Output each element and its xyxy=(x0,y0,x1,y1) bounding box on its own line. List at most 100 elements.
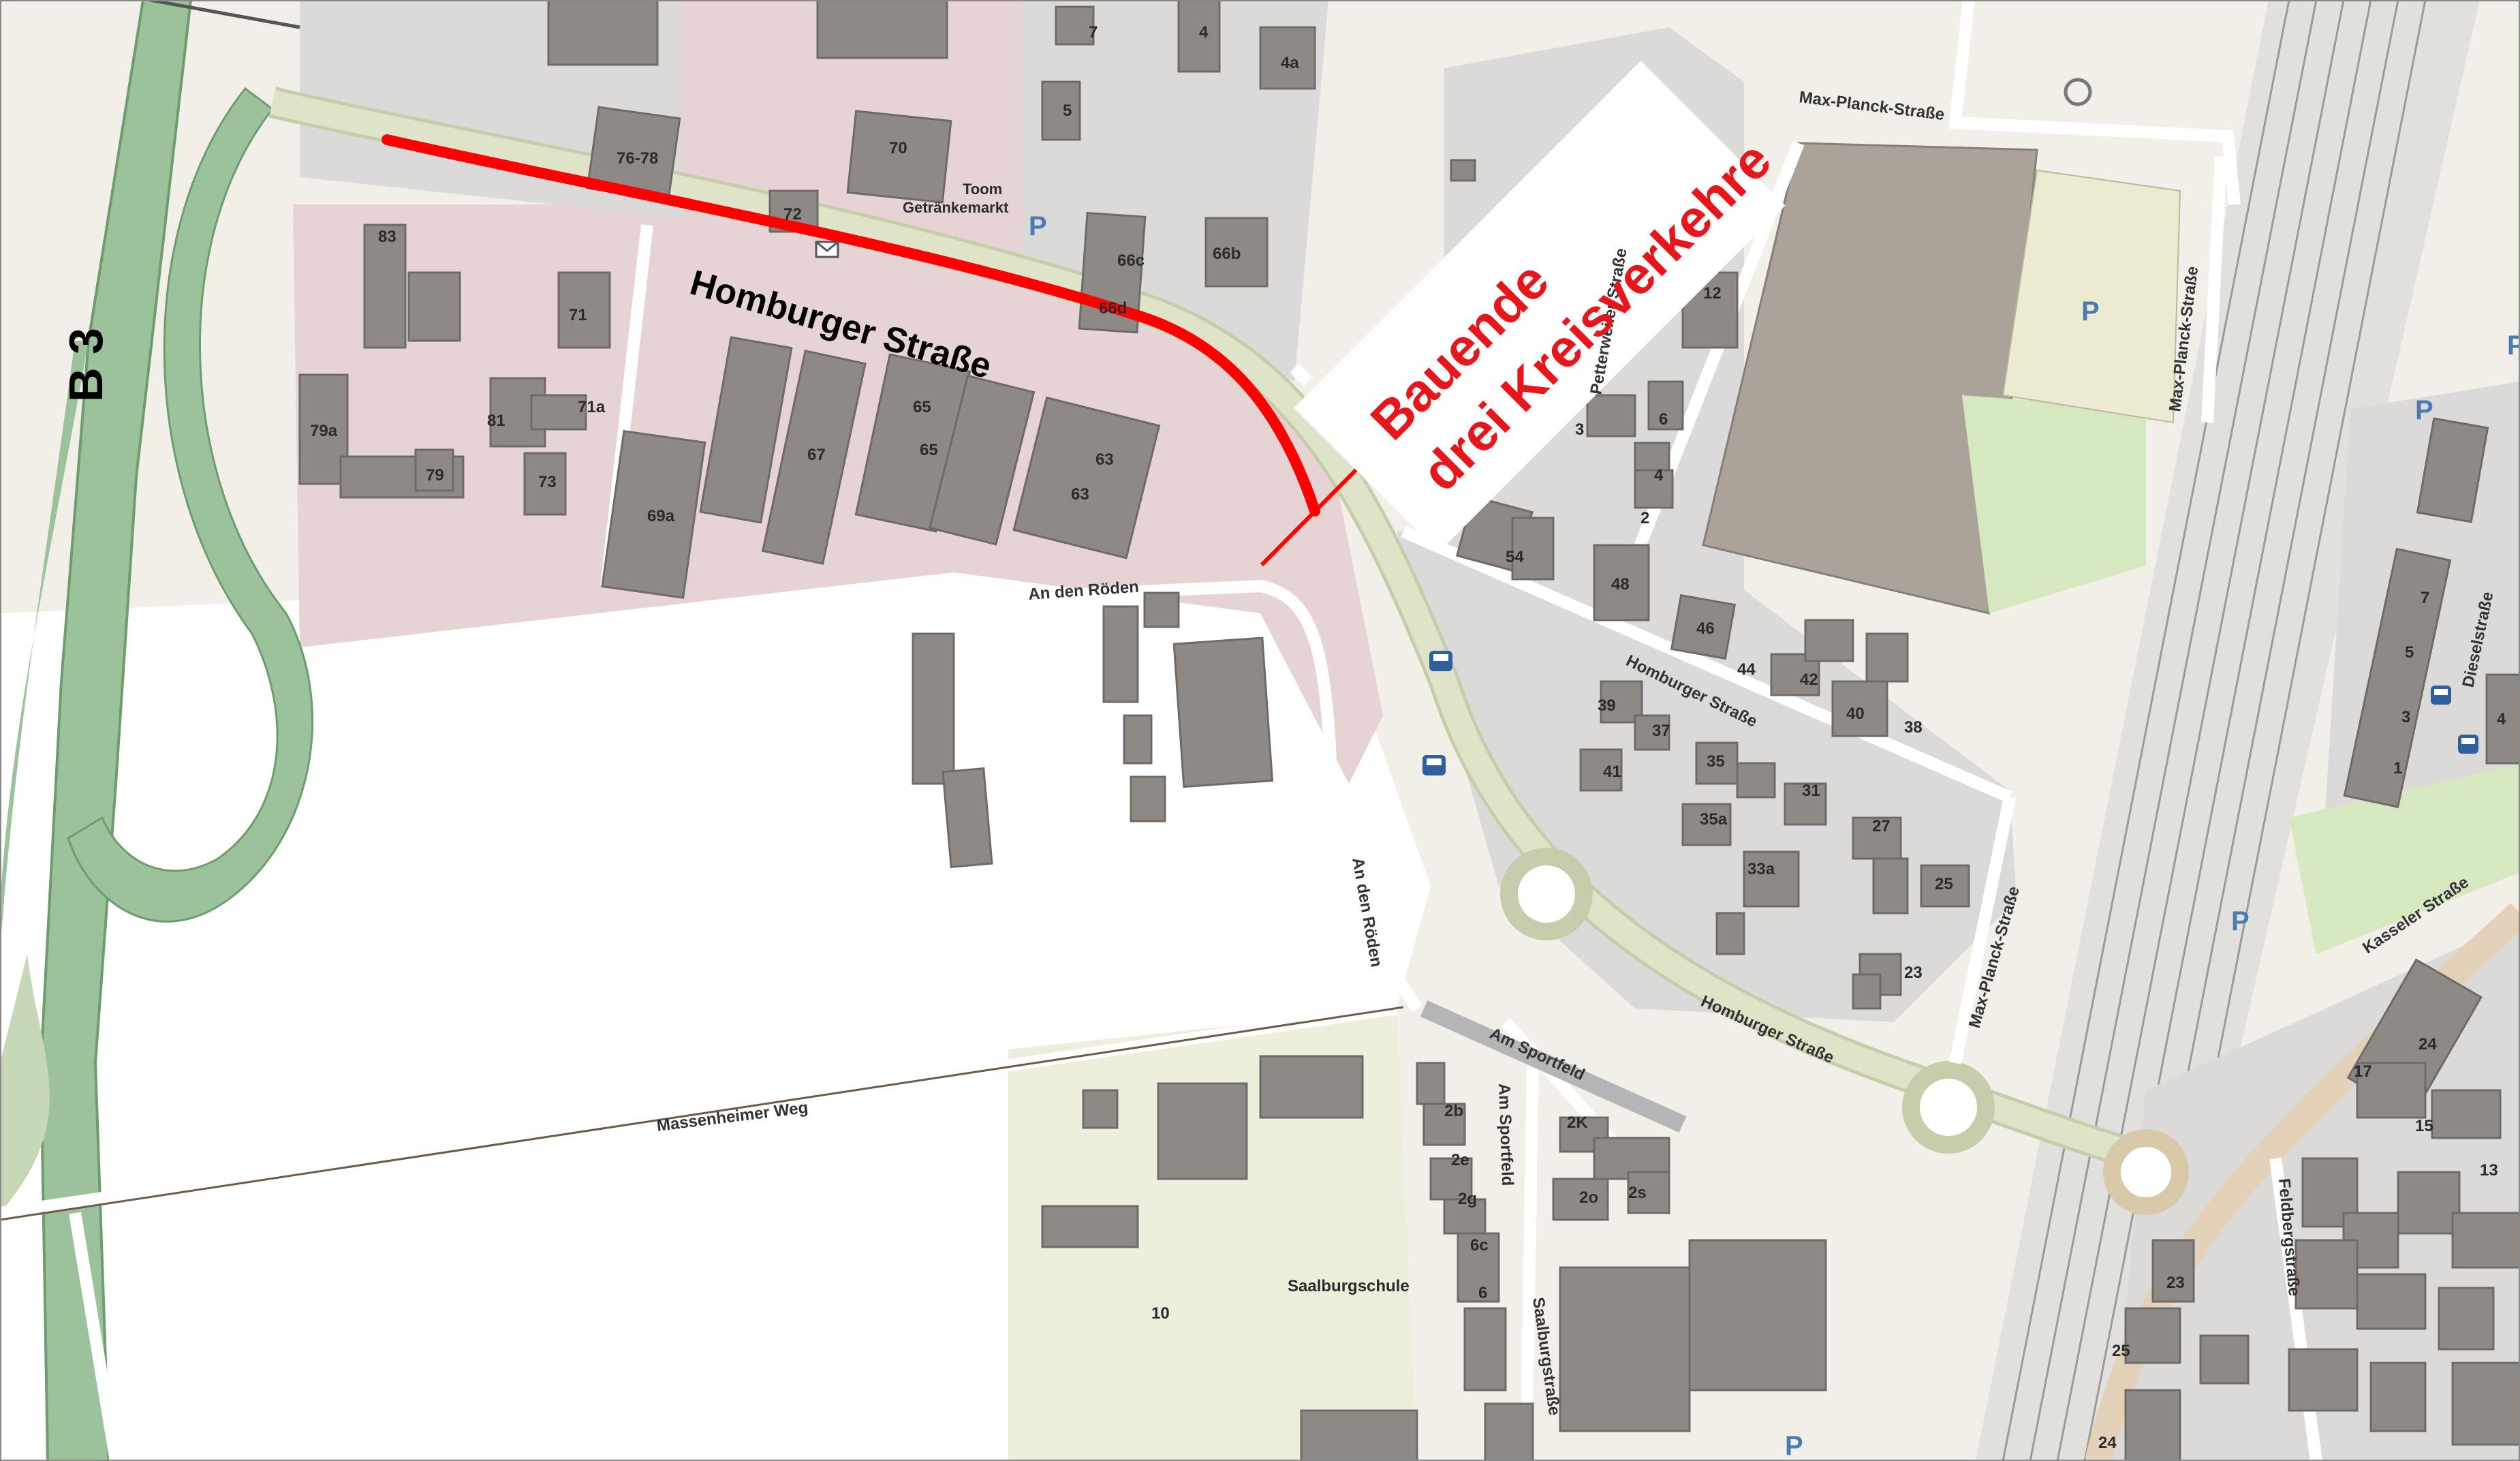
svg-text:66d: 66d xyxy=(1099,299,1127,318)
street-label-am-sportfeld-2: Am Sportfeld xyxy=(1495,1083,1516,1186)
annotation-box xyxy=(1294,61,1786,553)
svg-text:2: 2 xyxy=(1640,509,1649,527)
roundabout-1 xyxy=(1500,848,1593,940)
svg-text:35a: 35a xyxy=(1700,810,1728,829)
highway-green-verge xyxy=(0,954,50,1213)
open-field-south xyxy=(0,1009,1397,1461)
recycling-icon xyxy=(2064,78,2092,106)
svg-text:63: 63 xyxy=(1095,450,1114,469)
svg-text:24: 24 xyxy=(2098,1434,2117,1452)
svg-text:54: 54 xyxy=(1506,548,1524,566)
svg-text:37: 37 xyxy=(1652,722,1670,740)
svg-text:1: 1 xyxy=(2393,759,2402,778)
svg-text:35: 35 xyxy=(1707,752,1725,771)
green-strip-east xyxy=(2289,763,2520,954)
svg-text:2b: 2b xyxy=(1444,1102,1463,1120)
svg-text:44: 44 xyxy=(1737,660,1756,679)
construction-section-line xyxy=(382,134,1320,517)
parking-label: P xyxy=(2231,906,2250,936)
buildings xyxy=(298,0,2520,1461)
parking-label: P xyxy=(1785,1431,1803,1461)
roundabout-3 xyxy=(2103,1129,2189,1215)
bus-stop-icon[interactable] xyxy=(1429,651,1452,671)
svg-text:71: 71 xyxy=(569,306,587,324)
top-rail-line xyxy=(149,0,300,29)
svg-text:72: 72 xyxy=(783,205,802,224)
parking-label: P xyxy=(2415,395,2433,425)
svg-text:25: 25 xyxy=(1935,875,1953,893)
parking-labels: P P P P P P xyxy=(1029,211,2520,1461)
svg-text:33a: 33a xyxy=(1747,860,1775,878)
svg-text:6: 6 xyxy=(1659,410,1668,429)
svg-text:2o: 2o xyxy=(1579,1188,1598,1207)
svg-text:3: 3 xyxy=(1575,420,1584,439)
svg-text:10: 10 xyxy=(1151,1304,1170,1323)
svg-text:6c: 6c xyxy=(1470,1236,1489,1255)
svg-text:40: 40 xyxy=(1846,705,1865,723)
svg-text:81: 81 xyxy=(487,412,505,430)
svg-text:73: 73 xyxy=(538,473,557,491)
svg-text:65: 65 xyxy=(913,398,931,416)
svg-text:83: 83 xyxy=(378,228,396,246)
svg-text:38: 38 xyxy=(1904,718,1923,737)
svg-text:42: 42 xyxy=(1800,671,1818,689)
svg-text:4: 4 xyxy=(1654,466,1664,485)
svg-text:69a: 69a xyxy=(647,507,675,525)
svg-text:2s: 2s xyxy=(1628,1184,1647,1202)
svg-text:2g: 2g xyxy=(1458,1190,1477,1208)
highway-loop-ramp xyxy=(67,87,313,923)
svg-text:13: 13 xyxy=(2480,1161,2498,1180)
svg-text:2K: 2K xyxy=(1567,1113,1588,1132)
svg-text:65: 65 xyxy=(920,441,938,459)
parking-label: P xyxy=(2507,330,2520,360)
bus-stop-icon[interactable] xyxy=(2458,735,2478,754)
svg-text:67: 67 xyxy=(807,446,826,464)
svg-text:66c: 66c xyxy=(1117,251,1145,270)
poi-toom: Toom xyxy=(963,181,1002,198)
svg-text:5: 5 xyxy=(2405,643,2414,662)
svg-text:3: 3 xyxy=(2401,708,2410,726)
svg-text:23: 23 xyxy=(1904,964,1923,982)
svg-text:79a: 79a xyxy=(310,422,338,440)
svg-text:76-78: 76-78 xyxy=(617,149,658,168)
bus-stop-icon[interactable] xyxy=(1422,755,1446,775)
house-numbers: 76-78 70 72 7 4 4a 5 66c 66b 66d 83 71 7… xyxy=(310,23,2506,1452)
svg-text:12: 12 xyxy=(1703,284,1722,303)
svg-text:24: 24 xyxy=(2418,1035,2437,1054)
green-area xyxy=(1962,395,2146,613)
svg-text:5: 5 xyxy=(1063,102,1072,120)
svg-text:2e: 2e xyxy=(1451,1151,1469,1169)
svg-text:31: 31 xyxy=(1802,782,1820,800)
svg-text:15: 15 xyxy=(2415,1117,2433,1135)
svg-text:48: 48 xyxy=(1611,575,1630,594)
svg-text:7: 7 xyxy=(1089,23,1098,42)
svg-text:25: 25 xyxy=(2112,1342,2130,1360)
svg-text:63: 63 xyxy=(1071,485,1089,504)
poi-labels: Toom Getränkemarkt Saalburgschule xyxy=(903,181,1410,1295)
svg-text:27: 27 xyxy=(1872,817,1891,835)
svg-text:39: 39 xyxy=(1598,696,1616,715)
svg-text:79: 79 xyxy=(426,466,444,485)
poi-saalburgschule: Saalburgschule xyxy=(1288,1277,1410,1295)
parking-lot xyxy=(2002,169,2181,424)
construction-end-marker xyxy=(1260,456,1370,567)
svg-text:41: 41 xyxy=(1603,763,1621,781)
svg-text:46: 46 xyxy=(1696,619,1715,638)
svg-text:7: 7 xyxy=(2421,589,2429,607)
parking-label: P xyxy=(2081,296,2100,326)
bus-stop-icon[interactable] xyxy=(2431,686,2451,705)
svg-text:4: 4 xyxy=(2497,710,2506,728)
am-sportfeld-road xyxy=(1420,1000,1687,1133)
roundabout-2 xyxy=(1902,1061,1995,1154)
highway-label-b3: B 3 xyxy=(59,328,112,402)
poi-getraenkemarkt: Getränkemarkt xyxy=(903,199,1009,216)
svg-text:6: 6 xyxy=(1478,1284,1487,1302)
svg-text:17: 17 xyxy=(2354,1062,2372,1081)
svg-text:71a: 71a xyxy=(578,398,606,416)
post-office-icon xyxy=(815,241,839,258)
svg-text:66b: 66b xyxy=(1213,245,1241,263)
svg-text:4a: 4a xyxy=(1281,54,1299,72)
parking-label: P xyxy=(1029,211,1047,241)
